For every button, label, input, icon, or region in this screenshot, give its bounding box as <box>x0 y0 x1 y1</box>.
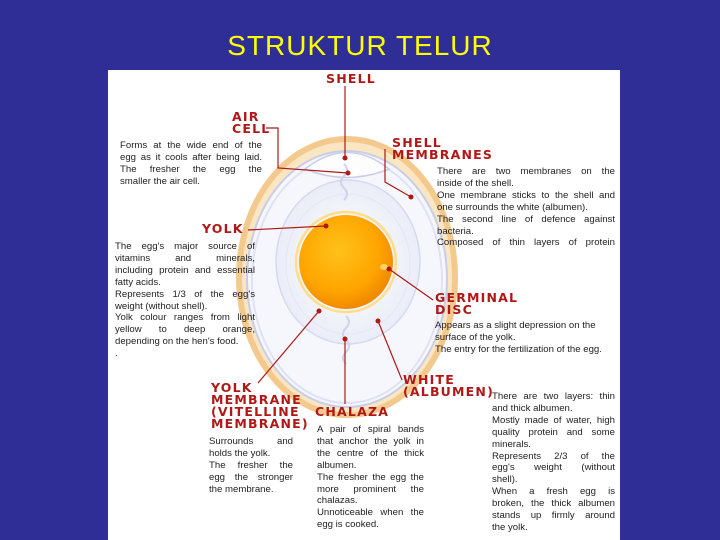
chalaza-leader-dot <box>342 336 348 342</box>
yolk-membrane-description: Surrounds and holds the yolk. The freshe… <box>209 436 293 496</box>
white-desc-line-7: egg's weight (without <box>492 462 615 474</box>
yolk-membrane-desc-line-2: holds the yolk. <box>209 447 271 459</box>
air-cell-label-line-1: AIR <box>232 109 260 124</box>
white-desc-line-3: Mostly made of water, high <box>492 414 615 426</box>
white-leader <box>377 320 403 381</box>
white-albumen-label: WHITE (ALBUMEN) <box>403 372 494 399</box>
yolk-desc-line-7: Yolk colour ranges from light <box>115 312 255 324</box>
white-desc-line-11: stands up firmly around <box>492 510 615 522</box>
germinal-disc-label-line-1: GERMINAL <box>435 290 519 305</box>
chalaza-desc-line-2: that anchor the yolk in <box>317 435 424 447</box>
yolk-membrane <box>294 210 398 314</box>
chalaza-desc-line-7: chalazas. <box>317 495 358 507</box>
shell-membranes-desc-line-5: The second line of defence against <box>437 213 615 225</box>
shell-membranes-leader-dot <box>408 194 414 200</box>
germinal-disc <box>380 264 388 270</box>
yolk-membrane-desc-line-1: Surrounds and <box>209 436 293 447</box>
germinal-disc-leader <box>388 268 434 301</box>
chalaza-desc-line-8: Unnoticeable when the <box>317 507 424 519</box>
shell-membranes-label: SHELL MEMBRANES <box>392 135 494 162</box>
air-cell-description: Forms at the wide end of the egg as it c… <box>120 140 262 188</box>
air-cell-label-line-2: CELL <box>232 121 271 136</box>
yolk-desc-line-2: vitamins and minerals, <box>115 252 255 264</box>
germinal-disc-desc-line-2: surface of the yolk. <box>435 331 516 343</box>
yolk <box>299 215 393 309</box>
germinal-disc-leader-dot <box>386 266 392 272</box>
shell-leader-dot <box>342 155 348 161</box>
yolk-desc-line-5: Represents 1/3 of the egg's <box>115 288 255 300</box>
air-cell-leader <box>266 127 349 174</box>
yolk-leader-dot <box>323 223 329 229</box>
white-leader-dot <box>375 318 381 324</box>
white-desc-line-5: minerals. <box>492 438 531 450</box>
chalaza-desc-line-4: albumen. <box>317 459 357 471</box>
germinal-disc-label-line-2: DISC <box>435 302 474 317</box>
yolk-membrane-label-line-3: (VITELLINE <box>211 404 300 419</box>
yolk-leader <box>247 225 327 231</box>
white-albumen-label-line-2: (ALBUMEN) <box>403 384 494 399</box>
shell-membranes-desc-line-2: inside of the shell. <box>437 177 514 189</box>
white-desc-line-10: broken, the thick albumen <box>492 498 615 510</box>
air-cell-desc-line-4: smaller the air cell. <box>120 175 200 187</box>
chalaza-desc-line-6: more prominent the <box>317 483 424 495</box>
yolk-membrane-label-line-2: MEMBRANE <box>211 392 302 407</box>
yolk-desc-line-1: The egg's major source of <box>115 241 255 252</box>
egg-illustration <box>236 86 458 418</box>
germinal-disc-desc-line-1: Appears as a slight depression on the <box>435 320 596 331</box>
air-cell-desc-line-2: egg as it cools after being laid. <box>120 151 262 163</box>
white-desc-line-8: shell). <box>492 474 518 486</box>
egg-diagram-panel: SHELL AIR CELL Forms at the wide end of … <box>108 70 620 540</box>
yolk-membrane-label-line-4: MEMBRANE) <box>211 416 309 431</box>
white-desc-line-12: the yolk. <box>492 521 528 533</box>
white-desc-line-1: There are two layers: thin <box>492 391 615 402</box>
yolk-desc-line-3: including protein and essential <box>115 264 255 276</box>
yolk-label: YOLK <box>202 221 244 236</box>
air-cell-leader-dot <box>345 170 351 176</box>
air-cell-desc-line-1: Forms at the wide end of the <box>120 140 262 151</box>
chalaza-desc-line-5: The fresher the egg the <box>317 471 424 483</box>
chalaza-description: A pair of spiral bands that anchor the y… <box>317 424 424 531</box>
shell-membranes-desc-line-1: There are two membranes on the <box>437 166 615 177</box>
shell-membranes-label-line-2: MEMBRANES <box>392 147 494 162</box>
shell-membranes-desc-line-7: Composed of thin layers of protein <box>437 237 615 249</box>
white-albumen-label-line-1: WHITE <box>403 372 455 387</box>
shell-membranes-label-line-1: SHELL <box>392 135 442 150</box>
air-cell-desc-line-3: The fresher the egg the <box>120 163 262 175</box>
yolk-membrane-label-line-1: YOLK <box>211 380 253 395</box>
white-desc-line-2: and thick albumen. <box>492 402 573 414</box>
chalaza-desc-line-9: egg is cooked. <box>317 519 379 531</box>
yolk-description: The egg's major source of vitamins and m… <box>115 241 255 360</box>
yolk-desc-line-6: weight (without shell). <box>115 300 208 312</box>
shell-membranes-desc-line-6: bacteria. <box>437 225 474 237</box>
chalaza-top <box>340 163 348 201</box>
yolk-membrane-leader-dot <box>316 308 322 314</box>
slide-title: STRUKTUR TELUR <box>227 30 493 61</box>
white-desc-line-9: When a fresh egg is <box>492 486 615 498</box>
yolk-desc-line-10: . <box>115 348 118 360</box>
yolk-desc-line-8: yellow to deep orange, <box>115 324 255 336</box>
air-cell-label: AIR CELL <box>232 109 271 136</box>
white-desc-line-4: quality protein and some <box>492 426 615 438</box>
yolk-desc-line-4: fatty acids. <box>115 276 161 288</box>
shell-membranes-desc-line-4: one surrounds the white (albumen). <box>437 201 588 213</box>
yolk-membrane-leader <box>257 310 320 384</box>
shell-membranes-desc-line-3: One membrane sticks to the shell and <box>437 189 615 201</box>
shell-label: SHELL <box>326 71 376 86</box>
chalaza-desc-line-3: the centre of the thick <box>317 447 424 459</box>
yolk-membrane-desc-line-4: egg the stronger <box>209 471 293 483</box>
germinal-disc-label: GERMINAL DISC <box>435 290 519 317</box>
chalaza-label: CHALAZA <box>315 404 390 419</box>
shell-membranes-leader <box>384 149 412 198</box>
yolk-membrane-desc-line-3: The fresher the <box>209 459 293 471</box>
germinal-disc-description: Appears as a slight depression on the su… <box>435 320 617 356</box>
yolk-desc-line-9: depending on the hen's food. <box>115 336 239 348</box>
chalaza-desc-line-1: A pair of spiral bands <box>317 424 424 435</box>
white-albumen-description: There are two layers: thin and thick alb… <box>492 391 615 534</box>
yolk-membrane-desc-line-5: the membrane. <box>209 483 274 495</box>
shell-membranes-description: There are two membranes on the inside of… <box>437 166 615 249</box>
white-desc-line-6: Represents 2/3 of the <box>492 450 615 462</box>
germinal-disc-desc-line-3: The entry for the fertilization of the e… <box>435 343 602 355</box>
yolk-membrane-label: YOLK MEMBRANE (VITELLINE MEMBRANE) <box>211 380 309 431</box>
